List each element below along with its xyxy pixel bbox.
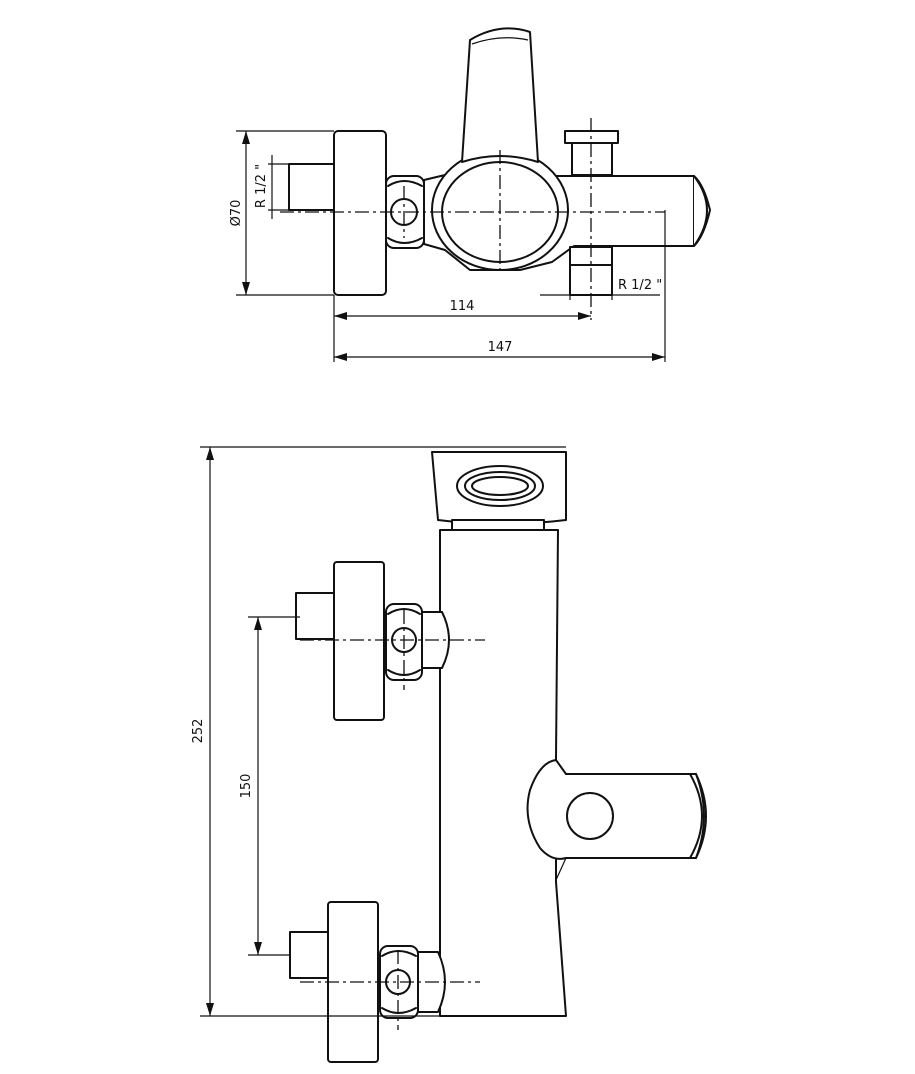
upper-nipple-front xyxy=(295,592,335,640)
lower-nipple-front xyxy=(289,931,329,979)
dim-height-label: 252 xyxy=(191,719,206,744)
lever-handle-top xyxy=(461,27,539,163)
upper-flange-front xyxy=(333,561,385,721)
dim-thread-outlet-label: R 1/2 " xyxy=(618,278,662,293)
spout-tip-top xyxy=(693,175,711,247)
front-view: 252 150 xyxy=(191,446,707,1063)
dim-114-label: 114 xyxy=(450,299,475,314)
dim-diameter: Ø70 xyxy=(229,130,334,296)
lever-oval-front xyxy=(456,465,544,507)
dim-diameter-label: Ø70 xyxy=(229,200,244,227)
inlet-nipple-top xyxy=(288,163,335,211)
dim-147: 147 xyxy=(334,210,666,362)
dim-spacing: 150 xyxy=(239,616,300,956)
diverter-knob-front xyxy=(566,792,614,840)
dim-thread-inlet: R 1/2 " xyxy=(254,155,289,219)
dim-114: 114 xyxy=(333,295,591,362)
spout-front xyxy=(526,759,705,860)
dim-thread-outlet: R 1/2 " xyxy=(540,278,662,300)
top-view: Ø70 R 1/2 " R 1/2 " 114 xyxy=(229,27,711,362)
dim-147-label: 147 xyxy=(488,340,513,355)
dim-spacing-label: 150 xyxy=(239,774,254,799)
dim-height: 252 xyxy=(191,446,566,1017)
dim-thread-inlet-label: R 1/2 " xyxy=(254,164,269,208)
wall-flange-top xyxy=(333,130,387,296)
